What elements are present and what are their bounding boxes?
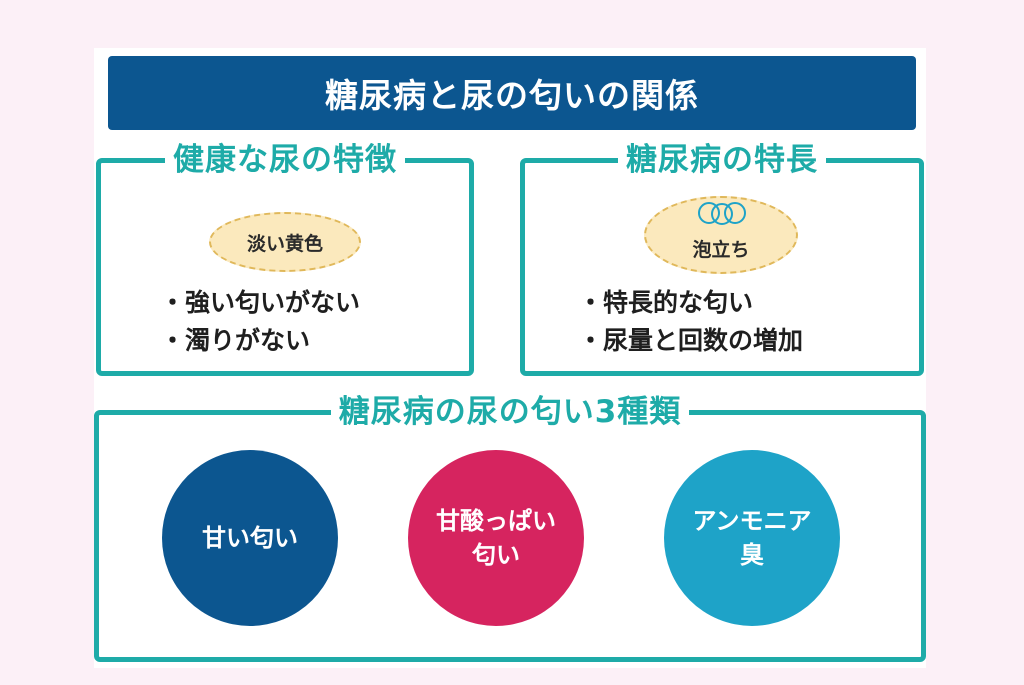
diabetes-point-2: 尿量と回数の増加 — [578, 322, 803, 360]
ammonia-odor-line1: アンモニア — [692, 507, 812, 535]
ammonia-odor-circle: アンモニア 臭 — [664, 450, 840, 626]
sour-odor-line2: 匂い — [472, 541, 520, 569]
types-heading: 糖尿病の尿の匂い3種類 — [330, 394, 690, 430]
healthy-tag: 淡い黄色 — [209, 212, 361, 272]
bubbles-icon — [698, 202, 746, 225]
healthy-tag-label: 淡い黄色 — [246, 232, 323, 255]
sweet-odor-circle: 甘い匂い — [162, 450, 338, 626]
diabetes-points: 特長的な匂い 尿量と回数の増加 — [578, 284, 803, 360]
ammonia-odor-line2: 臭 — [739, 541, 764, 569]
healthy-point-1: 強い匂いがない — [160, 284, 360, 322]
diabetes-tag: 泡立ち — [644, 196, 798, 274]
sweet-odor-line1: 甘い匂い — [202, 524, 298, 552]
sour-odor-line1: 甘酸っぱい — [436, 507, 556, 535]
title-banner: 糖尿病と尿の匂いの関係 — [108, 56, 916, 130]
diabetes-heading: 糖尿病の特長 — [618, 142, 826, 178]
healthy-points: 強い匂いがない 濁りがない — [160, 284, 360, 360]
sour-odor-circle: 甘酸っぱい 匂い — [408, 450, 584, 626]
healthy-heading: 健康な尿の特徴 — [165, 142, 405, 178]
diabetes-tag-label: 泡立ち — [692, 238, 750, 261]
page-title: 糖尿病と尿の匂いの関係 — [325, 76, 699, 115]
diabetes-point-1: 特長的な匂い — [578, 284, 803, 322]
healthy-point-2: 濁りがない — [160, 322, 360, 360]
